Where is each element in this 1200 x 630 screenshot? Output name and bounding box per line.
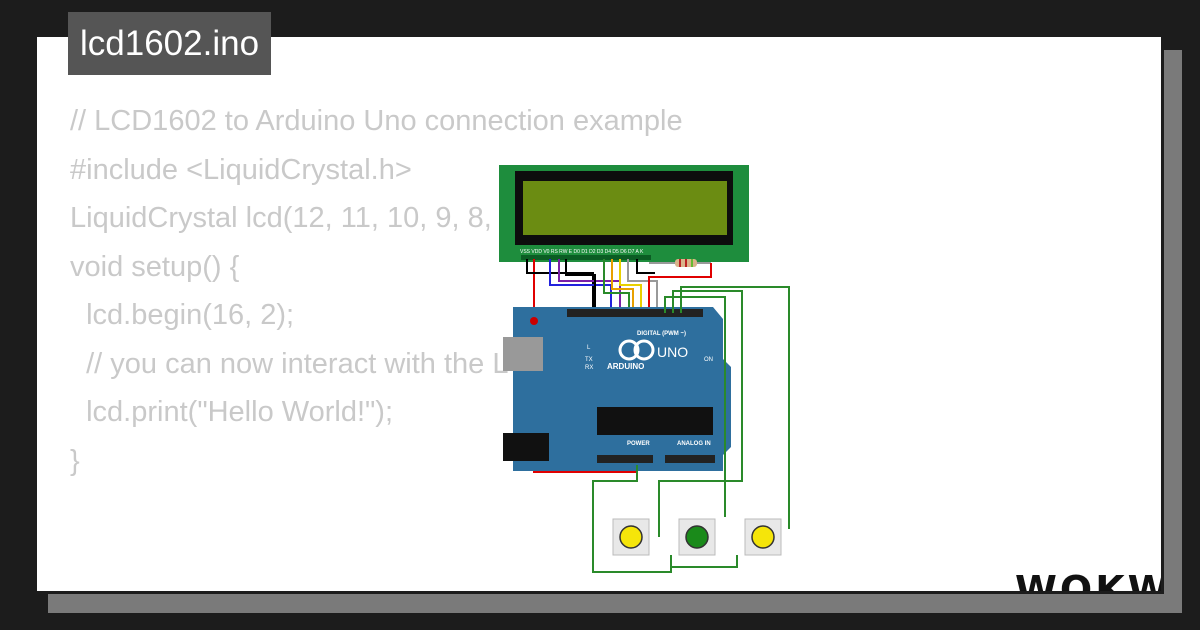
svg-text:WOKWi: WOKWi (1015, 568, 1164, 594)
rx-label: RX (585, 365, 593, 371)
tx-label: TX (585, 357, 593, 363)
code-line: } (70, 444, 80, 477)
arduino-uno-board: DIGITAL (PWM ~) UNO ARDUINO ON L TX RX P… (503, 307, 731, 471)
l-label: L (587, 345, 591, 351)
on-label: ON (704, 357, 713, 363)
wokwi-logo: WOKWi (1015, 568, 1164, 594)
project-title-tab[interactable]: lcd1602.ino (68, 12, 272, 75)
lcd-pin-labels: VSS VDD V0 RS RW E D0 D1 D2 D3 D4 D5 D6 … (520, 249, 644, 255)
pushbutton-right (744, 518, 782, 556)
board-brand-label: ARDUINO (607, 362, 644, 371)
lcd1602-module: VSS VDD V0 RS RW E D0 D1 D2 D3 D4 D5 D6 … (499, 165, 749, 262)
code-line: #include <LiquidCrystal.h> (70, 153, 412, 186)
code-line: lcd.begin(16, 2); (70, 299, 295, 331)
button-wires (592, 286, 790, 573)
pushbutton-middle (678, 518, 716, 556)
code-line: void setup() { (70, 250, 240, 283)
code-line: // LCD1602 to Arduino Uno connection exa… (70, 105, 683, 137)
circuit-diagram: VSS VDD V0 RS RW E D0 D1 D2 D3 D4 D5 D6 … (499, 165, 790, 573)
pushbutton-left (612, 518, 650, 556)
code-line: lcd.print("Hello World!"); (70, 396, 394, 428)
digital-header-label: DIGITAL (PWM ~) (637, 331, 686, 337)
resistor (649, 259, 711, 267)
power-header-label: POWER (627, 441, 650, 447)
analog-header-label: ANALOG IN (677, 441, 711, 447)
preview-card: // LCD1602 to Arduino Uno connection exa… (34, 34, 1164, 594)
board-model-label: UNO (657, 344, 688, 360)
